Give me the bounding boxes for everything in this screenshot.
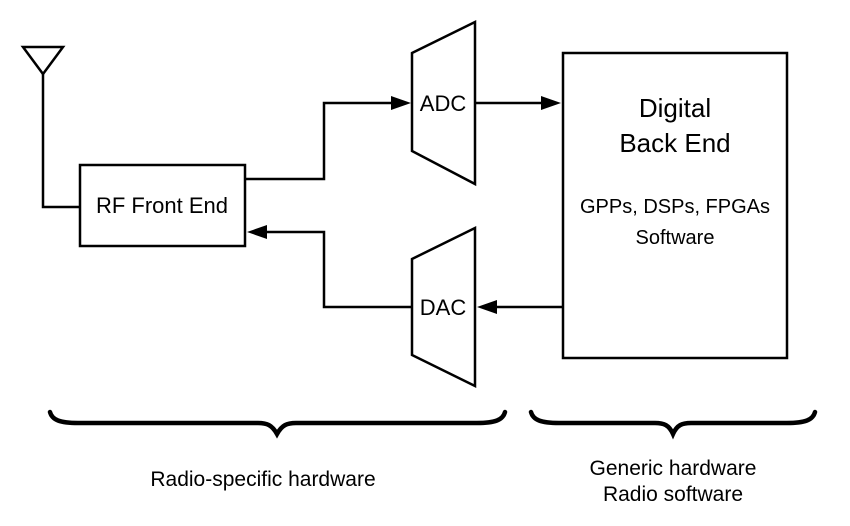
dac-trapezoid (410, 225, 477, 389)
left-brace-label: Radio-specific hardware (150, 468, 375, 491)
digital-back-end-box (561, 51, 789, 360)
rf-front-end-label: RF Front End (96, 193, 228, 218)
antenna-icon (20, 45, 66, 77)
backend-input-arrowhead (541, 96, 561, 110)
rf-front-end-box (78, 163, 247, 248)
digital-back-end-components: GPPs, DSPs, FPGAs (580, 196, 770, 218)
digital-back-end-software: Software (636, 227, 715, 249)
dac-input-arrowhead (477, 300, 497, 314)
adc-trapezoid (410, 19, 477, 187)
adc-label: ADC (420, 91, 467, 116)
dac-to-rf-line (265, 230, 412, 309)
right-brace-label-line2: Radio software (603, 483, 743, 506)
right-brace-label-line1: Generic hardware (590, 457, 757, 480)
rf-to-adc-line (245, 101, 393, 181)
digital-back-end-title-line2: Back End (619, 128, 730, 158)
digital-back-end-title-line1: Digital (639, 93, 711, 123)
dac-label: DAC (420, 295, 467, 320)
antenna-feed-line (41, 74, 80, 209)
rf-input-arrowhead (247, 225, 267, 239)
adc-input-arrowhead (391, 96, 411, 110)
left-brace (47, 409, 508, 439)
right-brace (528, 409, 818, 440)
